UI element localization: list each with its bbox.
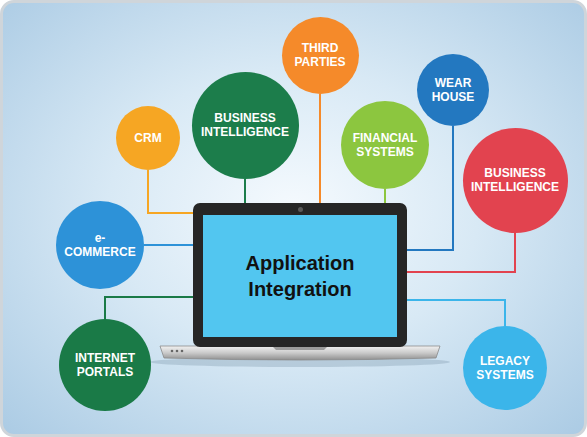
- circle-label: THIRD PARTIES: [290, 41, 350, 70]
- connector-line: [384, 189, 386, 203]
- text-block: FINANCIAL SYSTEMS: [349, 131, 421, 160]
- system-circle: WEAR HOUSE: [417, 54, 489, 126]
- text-block: WEAR HOUSE: [426, 76, 480, 105]
- system-circle: CRM: [116, 106, 180, 170]
- laptop-dot: [181, 350, 184, 353]
- connector-line: [148, 170, 193, 213]
- text-block: e- COMMERCE: [64, 231, 136, 260]
- system-circle: THIRD PARTIES: [282, 17, 359, 94]
- text-block: Application Integration: [215, 250, 385, 302]
- system-circle: INTERNET PORTALS: [59, 319, 151, 411]
- circle-label: e- COMMERCE: [64, 231, 136, 260]
- system-circle: BUSINESS INTELLIGENCE: [463, 128, 568, 233]
- circle-label: LEGACY SYSTEMS: [471, 354, 539, 383]
- circle-label: BUSINESS INTELLIGENCE: [199, 111, 291, 140]
- screen-title: Application Integration: [215, 250, 385, 302]
- circle-label: WEAR HOUSE: [426, 76, 480, 105]
- system-circle: e- COMMERCE: [56, 201, 144, 289]
- system-circle: BUSINESS INTELLIGENCE: [192, 72, 299, 179]
- camera-dot: [298, 207, 303, 212]
- circle-label: BUSINESS INTELLIGENCE: [469, 166, 561, 195]
- laptop-screen: Application Integration: [193, 203, 407, 347]
- laptop-dot: [171, 350, 174, 353]
- circle-label: INTERNET PORTALS: [67, 351, 143, 380]
- text-block: CRM: [134, 131, 161, 145]
- laptop-base: [160, 346, 440, 360]
- laptop-dot: [176, 350, 179, 353]
- connector-line: [407, 233, 515, 273]
- connector-line: [319, 94, 321, 204]
- connector-line: [105, 297, 193, 319]
- system-circle: LEGACY SYSTEMS: [463, 326, 547, 410]
- system-circle: FINANCIAL SYSTEMS: [341, 101, 429, 189]
- text-block: BUSINESS INTELLIGENCE: [199, 111, 291, 140]
- connector-line: [407, 300, 505, 326]
- circle-label: CRM: [134, 131, 161, 145]
- text-block: BUSINESS INTELLIGENCE: [469, 166, 561, 195]
- connector-line: [244, 179, 246, 204]
- text-block: LEGACY SYSTEMS: [471, 354, 539, 383]
- text-block: THIRD PARTIES: [290, 41, 350, 70]
- text-block: INTERNET PORTALS: [67, 351, 143, 380]
- connector-line: [144, 244, 193, 246]
- circle-label: FINANCIAL SYSTEMS: [349, 131, 421, 160]
